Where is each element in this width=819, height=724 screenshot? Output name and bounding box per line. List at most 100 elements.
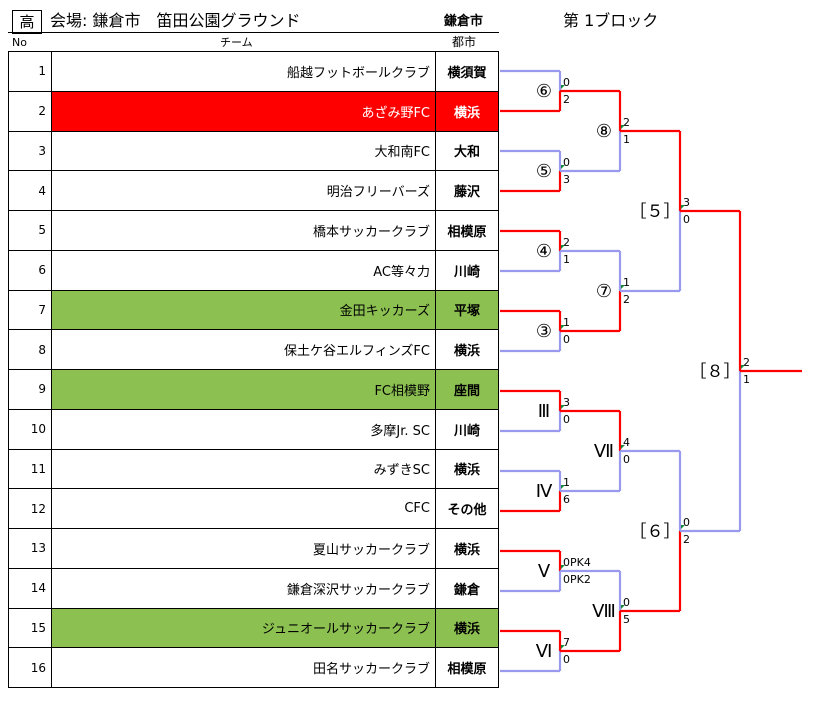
team-name: 保土ケ谷エルフィンズFC [51,329,436,370]
winner-marker [561,485,565,489]
team-city: 座間 [435,369,499,410]
team-name: みずきSC [51,448,436,490]
match-label: Ⅷ [592,601,616,622]
winner-marker [561,245,565,249]
team-name: 金田キッカーズ [51,289,436,331]
score-bottom: 2 [683,533,690,546]
match-label: ⑥ [536,81,552,102]
match-label: Ⅲ [538,401,550,422]
score-bottom: 0 [623,453,630,466]
team-city: その他 [435,488,499,529]
venue-title: 会場: 鎌倉市 笛田公園グラウンド [50,11,301,30]
score-bottom: 5 [623,613,630,626]
team-city: 大和 [435,130,499,172]
score-bottom: 3 [563,173,570,186]
team-city: 相模原 [435,647,499,688]
team-city: 横浜 [435,607,499,649]
team-number: 12 [8,488,52,529]
match-label: ［８］ [690,362,741,382]
winner-marker [741,365,745,369]
match-label: ［６］ [630,522,681,542]
score-top: 0 [683,516,690,529]
winner-marker [561,325,565,329]
match-label: ⑧ [596,121,612,142]
division-box: 高 [12,10,42,34]
score-bottom: 2 [563,93,570,106]
match-label: ［５］ [630,202,681,222]
column-header-team: チーム [220,36,253,49]
host-city: 鎌倉市 [444,14,484,29]
score-top: 0 [623,596,630,609]
column-header-no: No [12,36,27,49]
score-bottom: 1 [743,373,750,386]
score-top: 2 [743,356,750,369]
score-bottom: 0 [683,213,690,226]
team-name: 船越フットボールクラブ [51,51,436,92]
score-top: 3 [563,396,570,409]
score-top: 7 [563,636,570,649]
winner-marker [561,565,565,569]
team-name: FC相模野 [51,369,436,410]
team-city: 横浜 [435,329,499,370]
team-name: 鎌倉深沢サッカークラブ [51,567,436,609]
score-top: 0PK4 [563,556,591,569]
score-bottom: 0 [563,653,570,666]
winner-marker [621,605,625,609]
column-header-city: 都市 [452,35,477,49]
winner-marker [561,405,565,409]
winner-marker [621,285,625,289]
winner-marker [621,125,625,129]
winner-marker [681,205,685,209]
match-label: ③ [536,321,552,342]
block-title: 第 1ブロック [563,11,659,30]
winner-marker [681,525,685,529]
team-name: AC等々力 [51,249,436,291]
score-top: 1 [563,476,570,489]
team-number: 15 [8,607,52,649]
team-name: ジュニオールサッカークラブ [51,607,436,649]
team-number: 8 [8,329,52,370]
team-name: 明治フリーバーズ [51,170,436,211]
team-name: 多摩Jr. SC [51,408,436,450]
team-number: 13 [8,528,52,569]
score-top: 1 [563,316,570,329]
winner-marker [561,645,565,649]
score-bottom: 0PK2 [563,573,591,586]
team-number: 16 [8,647,52,688]
score-bottom: 0 [563,413,570,426]
score-top: 2 [623,116,630,129]
score-top: 0 [563,76,570,89]
score-bottom: 1 [623,133,630,146]
team-number: 4 [8,170,52,211]
score-top: 3 [683,196,690,209]
team-number: 5 [8,210,52,251]
winner-marker [561,85,565,89]
team-name: 夏山サッカークラブ [51,528,436,569]
match-label: ⑤ [536,161,552,182]
team-city: 横須賀 [435,51,499,92]
team-city: 藤沢 [435,170,499,211]
team-number: 2 [8,90,52,132]
match-label: Ⅶ [594,441,614,462]
winner-marker [621,445,625,449]
team-number: 14 [8,567,52,609]
team-name: あざみ野FC [51,90,436,132]
score-top: 1 [623,276,630,289]
match-label: Ⅵ [536,641,553,662]
match-label: ④ [536,241,552,262]
team-city: 平塚 [435,289,499,331]
team-city: 横浜 [435,448,499,490]
match-label: Ⅴ [538,561,551,582]
team-number: 10 [8,408,52,450]
